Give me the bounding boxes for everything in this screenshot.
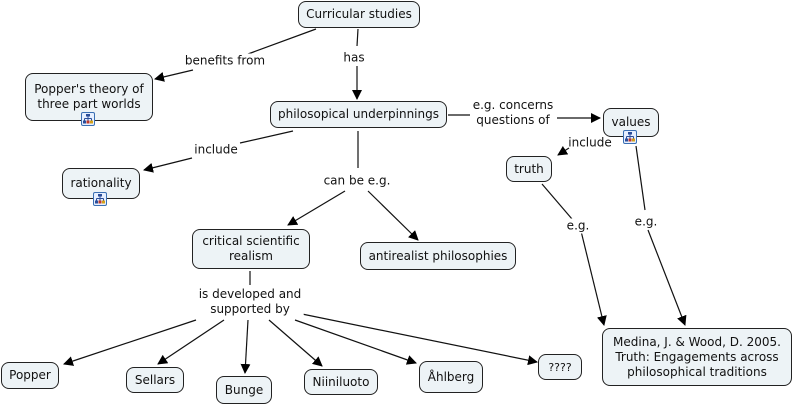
- concept-ahlberg[interactable]: Åhlberg: [419, 361, 483, 393]
- concept-antirealist-philosophies[interactable]: antirealist philosophies: [360, 242, 516, 270]
- concept-medina-wood[interactable]: Medina, J. & Wood, D. 2005. Truth: Engag…: [602, 328, 792, 386]
- edge: [647, 229, 687, 326]
- edge: [268, 319, 323, 367]
- link-label-include-values: include: [568, 135, 612, 150]
- link-label-eg-values: e.g.: [632, 214, 660, 230]
- concept-curricular-studies[interactable]: Curricular studies: [298, 1, 420, 28]
- link-label-concerns: e.g. concerns questions of: [470, 98, 556, 128]
- concept-truth[interactable]: truth: [506, 156, 552, 182]
- link-label-eg-truth: e.g.: [564, 218, 592, 234]
- concept-niiniluoto[interactable]: Niiniluoto: [304, 369, 378, 395]
- edge: [247, 28, 317, 55]
- link-label-include: include: [192, 142, 240, 158]
- concept-critical-scientific-realism[interactable]: critical scientific realism: [192, 229, 310, 269]
- edge: [541, 183, 573, 220]
- submap-icon[interactable]: [81, 112, 95, 126]
- link-label-has: has: [341, 50, 367, 66]
- concept-bunge[interactable]: Bunge: [216, 376, 272, 404]
- edge: [239, 130, 294, 144]
- link-label-developed: is developed and supported by: [196, 287, 304, 317]
- concept-popper[interactable]: Popper: [1, 362, 59, 389]
- edge: [294, 319, 417, 365]
- edge: [143, 157, 193, 173]
- edge: [367, 190, 419, 241]
- concept-unknown[interactable]: ????: [538, 354, 582, 380]
- edge: [580, 230, 607, 326]
- edge: [154, 69, 194, 82]
- edge: [635, 145, 646, 211]
- edge: [356, 28, 359, 47]
- concept-sellars[interactable]: Sellars: [126, 367, 184, 393]
- link-label-benefits-from: benefits from: [182, 53, 268, 69]
- edge: [287, 190, 346, 226]
- edge: [157, 319, 225, 365]
- edge: [301, 313, 538, 366]
- concept-philosophical-underpinnings[interactable]: philosopical underpinnings: [270, 101, 447, 128]
- submap-icon[interactable]: [93, 192, 107, 206]
- edge: [557, 145, 570, 156]
- link-label-can-be: can be e.g.: [321, 173, 393, 189]
- submap-icon[interactable]: [623, 130, 637, 144]
- edge: [63, 319, 197, 366]
- edge: [240, 319, 251, 374]
